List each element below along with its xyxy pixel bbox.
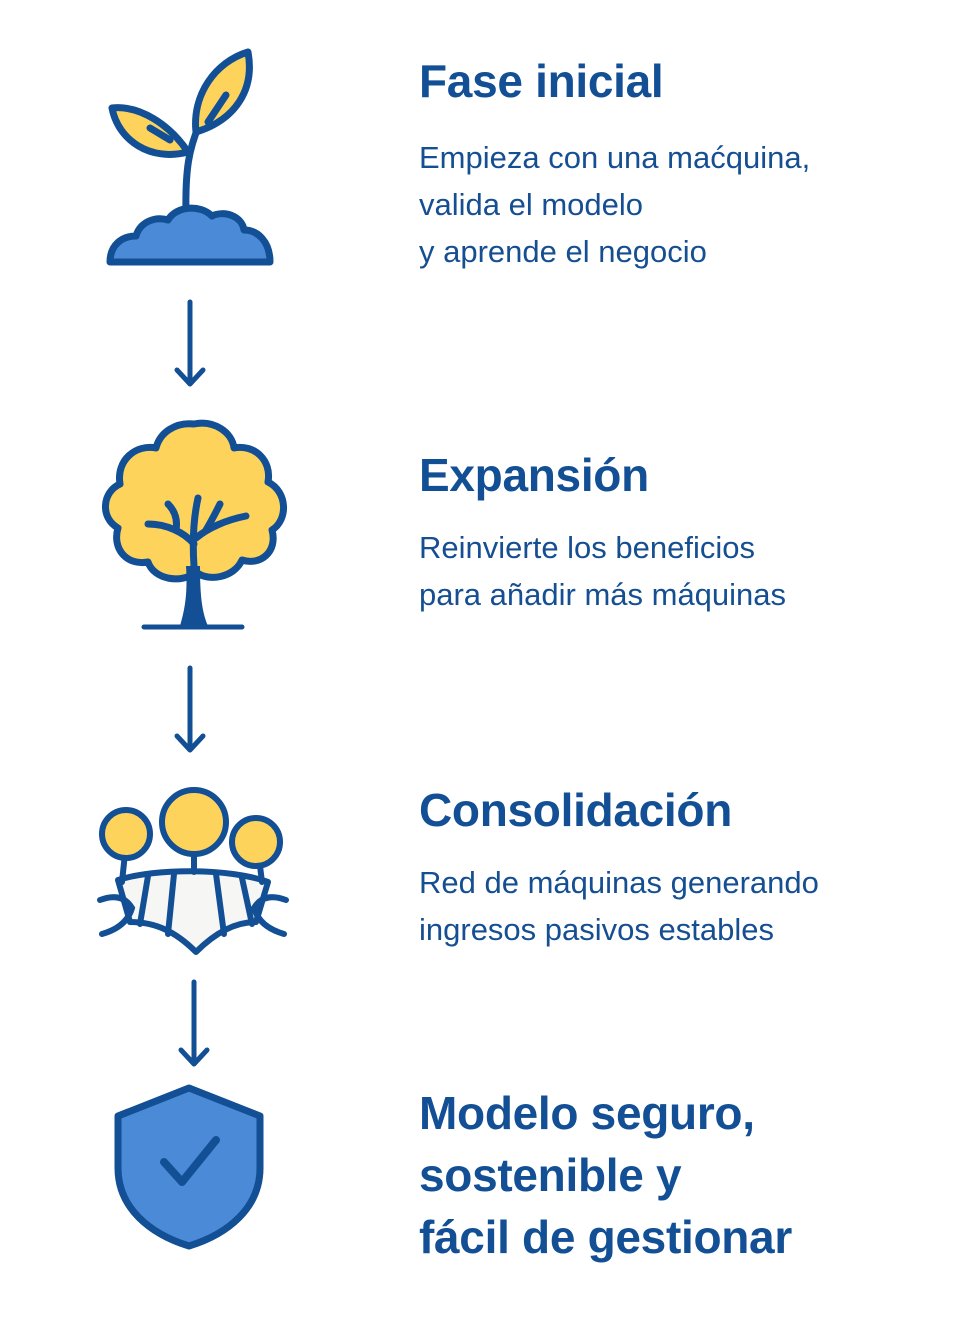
step-title: Expansión bbox=[419, 449, 649, 501]
step-title: Fase inicial bbox=[419, 55, 664, 107]
network-icon bbox=[97, 787, 289, 955]
step-expansion: Expansión Reinvierte los beneficios para… bbox=[419, 448, 786, 618]
final-title: Modelo seguro, sostenible y fácil de ges… bbox=[419, 1087, 792, 1263]
step-description: Empieza con una maćquina, valida el mode… bbox=[419, 140, 811, 269]
step-title: Consolidación bbox=[419, 784, 733, 836]
step-consolidacion: Consolidación Red de máquinas generando … bbox=[419, 783, 819, 953]
arrow-down-icon bbox=[174, 299, 206, 387]
tree-icon bbox=[102, 419, 287, 630]
step-fase-inicial: Fase inicial Empieza con una maćquina, v… bbox=[419, 54, 810, 275]
step-final: Modelo seguro, sostenible y fácil de ges… bbox=[419, 1082, 792, 1268]
arrow-down-icon bbox=[178, 979, 210, 1067]
step-description: Reinvierte los beneficios para añadir má… bbox=[419, 530, 787, 612]
arrow-down-icon bbox=[174, 665, 206, 753]
shield-check-icon bbox=[114, 1084, 264, 1250]
step-description: Red de máquinas generando ingresos pasiv… bbox=[419, 865, 819, 947]
sprout-icon bbox=[106, 48, 274, 266]
